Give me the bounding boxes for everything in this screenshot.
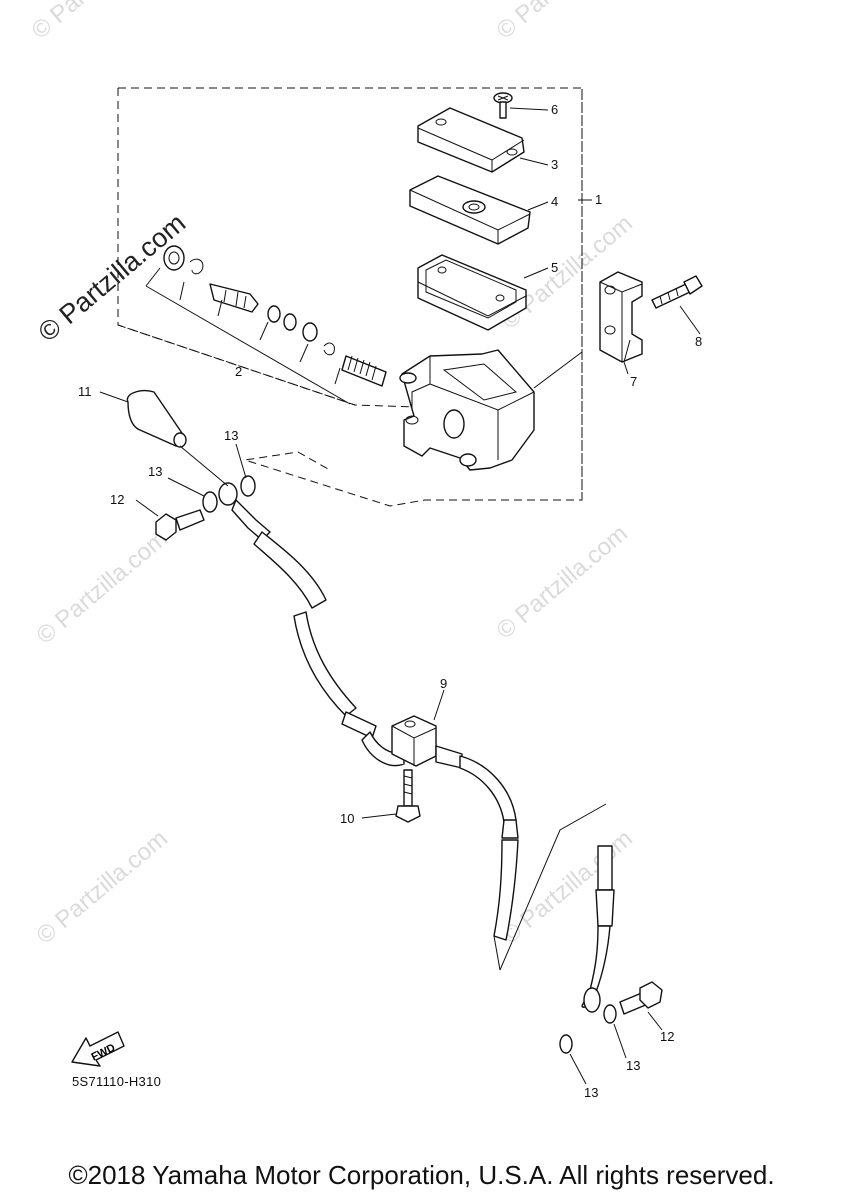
union-bolt-12 (155, 509, 205, 541)
fwd-arrow-icon: FWD (71, 1031, 125, 1067)
callout-10: 10 (340, 811, 354, 826)
callout-8: 8 (695, 334, 702, 349)
callout-5: 5 (551, 260, 558, 275)
callout-3: 3 (551, 157, 558, 172)
callout-4: 4 (551, 194, 558, 209)
watermark: © Partzilla.com (32, 525, 173, 650)
bolt-10 (395, 769, 421, 823)
watermark: © Partzilla.com (492, 0, 633, 45)
screw-6 (493, 92, 513, 119)
callout-13: 13 (626, 1058, 640, 1073)
brake-hose-upper (218, 482, 405, 767)
union-bolt-12 (619, 981, 663, 1015)
callout-13: 13 (584, 1085, 598, 1100)
leader-lines (99, 107, 701, 1085)
callout-2: 2 (235, 364, 242, 379)
callout-12: 12 (110, 492, 124, 507)
callout-9: 9 (440, 676, 447, 691)
washer-13 (202, 491, 218, 513)
holder-7 (599, 271, 643, 363)
callout-1: 1 (595, 192, 602, 207)
watermark-large: © Partzilla.com (33, 208, 192, 348)
washer-13 (603, 1004, 617, 1024)
callout-6: 6 (551, 102, 558, 117)
boot-11 (126, 390, 187, 448)
watermark: © Partzilla.com (27, 0, 168, 45)
washer-13 (240, 475, 256, 497)
copyright-notice: ©2018 Yamaha Motor Corporation, U.S.A. A… (68, 1160, 775, 1190)
callouts: 6 3 4 1 5 7 8 2 11 13 13 12 9 10 12 13 1… (78, 102, 702, 1100)
diagram-reference-code: 5S71110-H310 (72, 1074, 162, 1089)
reservoir-cap-3 (417, 107, 525, 173)
callout-7: 7 (630, 374, 637, 389)
callout-12: 12 (660, 1029, 674, 1044)
watermark: © Partzilla.com (492, 520, 633, 645)
master-cylinder-body (399, 349, 535, 471)
watermark: © Partzilla.com (32, 825, 173, 950)
piston-kit-2 (145, 245, 387, 405)
washer-13 (559, 1034, 573, 1054)
diaphragm-plate-4 (409, 175, 531, 245)
diaphragm-5 (417, 254, 527, 331)
brake-hose-lower (435, 745, 615, 1013)
callout-13: 13 (224, 428, 238, 443)
callout-13: 13 (148, 464, 162, 479)
bolt-8 (651, 275, 703, 309)
callout-11: 11 (78, 384, 92, 399)
